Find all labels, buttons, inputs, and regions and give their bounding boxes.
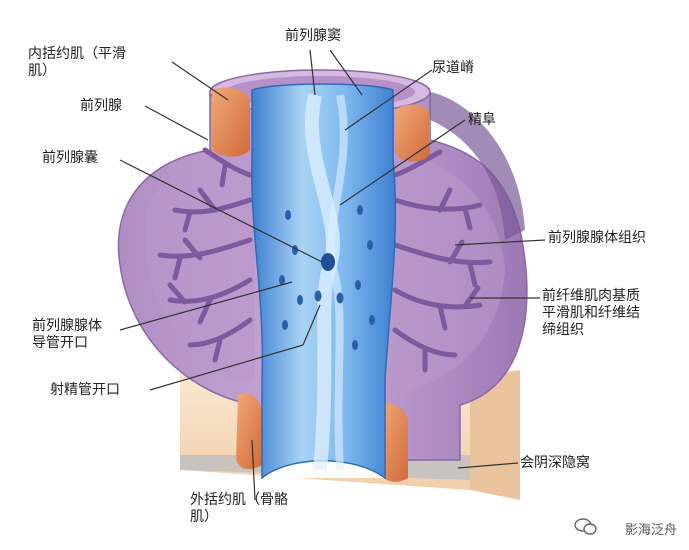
leader-lines — [119, 49, 546, 501]
watermark-text: 影海泛舟 — [624, 523, 677, 538]
label-prostatic-utricle: 前列腺囊 — [42, 150, 98, 166]
label-prostatic-duct-openings: 前列腺腺体 导管开口 — [32, 318, 102, 351]
label-internal-sphincter: 内括约肌（平滑 肌） — [28, 46, 126, 79]
wechat-icon — [574, 518, 597, 535]
external-sphincter — [236, 393, 408, 482]
urethra — [251, 83, 397, 480]
label-seminal-colliculus: 精阜 — [468, 112, 496, 128]
glandular-branches — [157, 147, 493, 373]
label-prostate-gland: 前列腺 — [80, 98, 122, 114]
label-urethral-crest: 尿道嵴 — [432, 60, 474, 76]
label-prostatic-sinus: 前列腺窦 — [285, 28, 341, 44]
prostatic-utricle-opening — [321, 253, 335, 271]
watermark: 影海泛舟 — [598, 519, 677, 538]
internal-sphincter — [212, 87, 430, 162]
label-ejaculatory-duct-opening: 射精管开口 — [50, 382, 120, 398]
label-deep-perineal-pouch: 会阴深隐窝 — [520, 455, 590, 471]
label-glandular-tissue: 前列腺腺体组织 — [548, 230, 646, 246]
label-fibromuscular-stroma: 前纤维肌肉基质 平滑肌和纤维结 缔组织 — [542, 288, 640, 338]
label-external-sphincter: 外括约肌（骨骼 肌） — [190, 492, 288, 525]
